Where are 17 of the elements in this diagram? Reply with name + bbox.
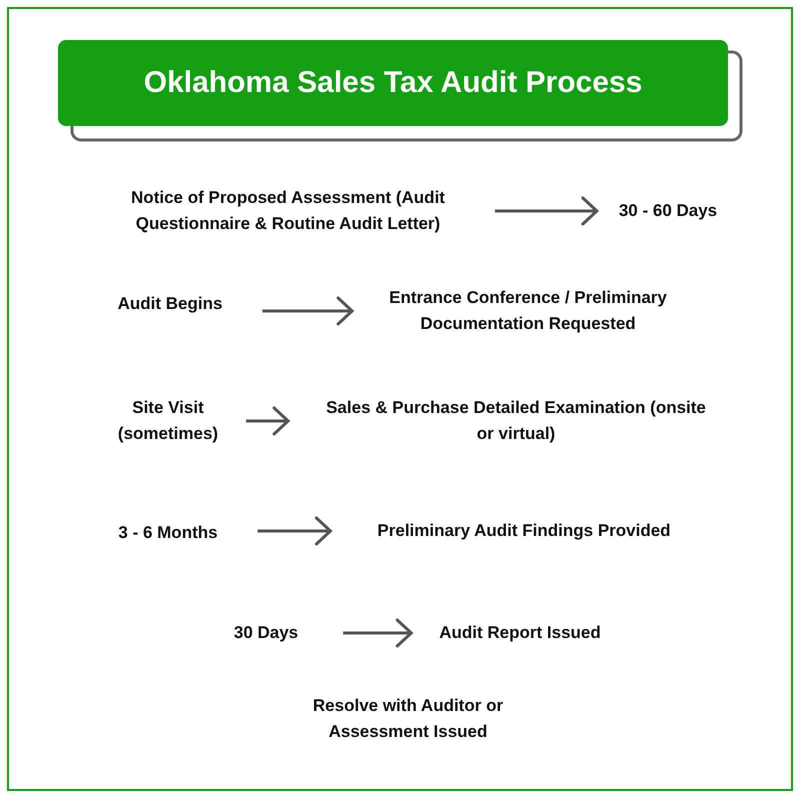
step-text: 30 - 60 Days [618, 200, 718, 222]
arrow [258, 516, 332, 546]
step-text: Resolve with Auditor or Assessment Issued [312, 695, 504, 743]
step-text: Sales & Purchase Detailed Examination (onsite or virtual) [326, 397, 706, 445]
step-text: 3 - 6 Months [117, 522, 219, 544]
arrow [343, 618, 413, 648]
step-text: Preliminary Audit Findings Provided [376, 520, 672, 542]
title: Oklahoma Sales Tax Audit Process [58, 40, 728, 126]
arrow [246, 406, 290, 436]
step-text: Entrance Conference / Preliminary Documentation Requested [388, 287, 668, 335]
step-text: 30 Days [232, 622, 300, 644]
step-text: Site Visit (sometimes) [116, 397, 220, 445]
step-text: Audit Begins [116, 293, 224, 315]
step-text: Audit Report Issued [438, 622, 602, 644]
step-text: Notice of Proposed Assessment (Audit Questionnaire & Routine Audit Letter) [130, 187, 446, 235]
arrow [494, 196, 598, 226]
arrow [262, 296, 354, 326]
